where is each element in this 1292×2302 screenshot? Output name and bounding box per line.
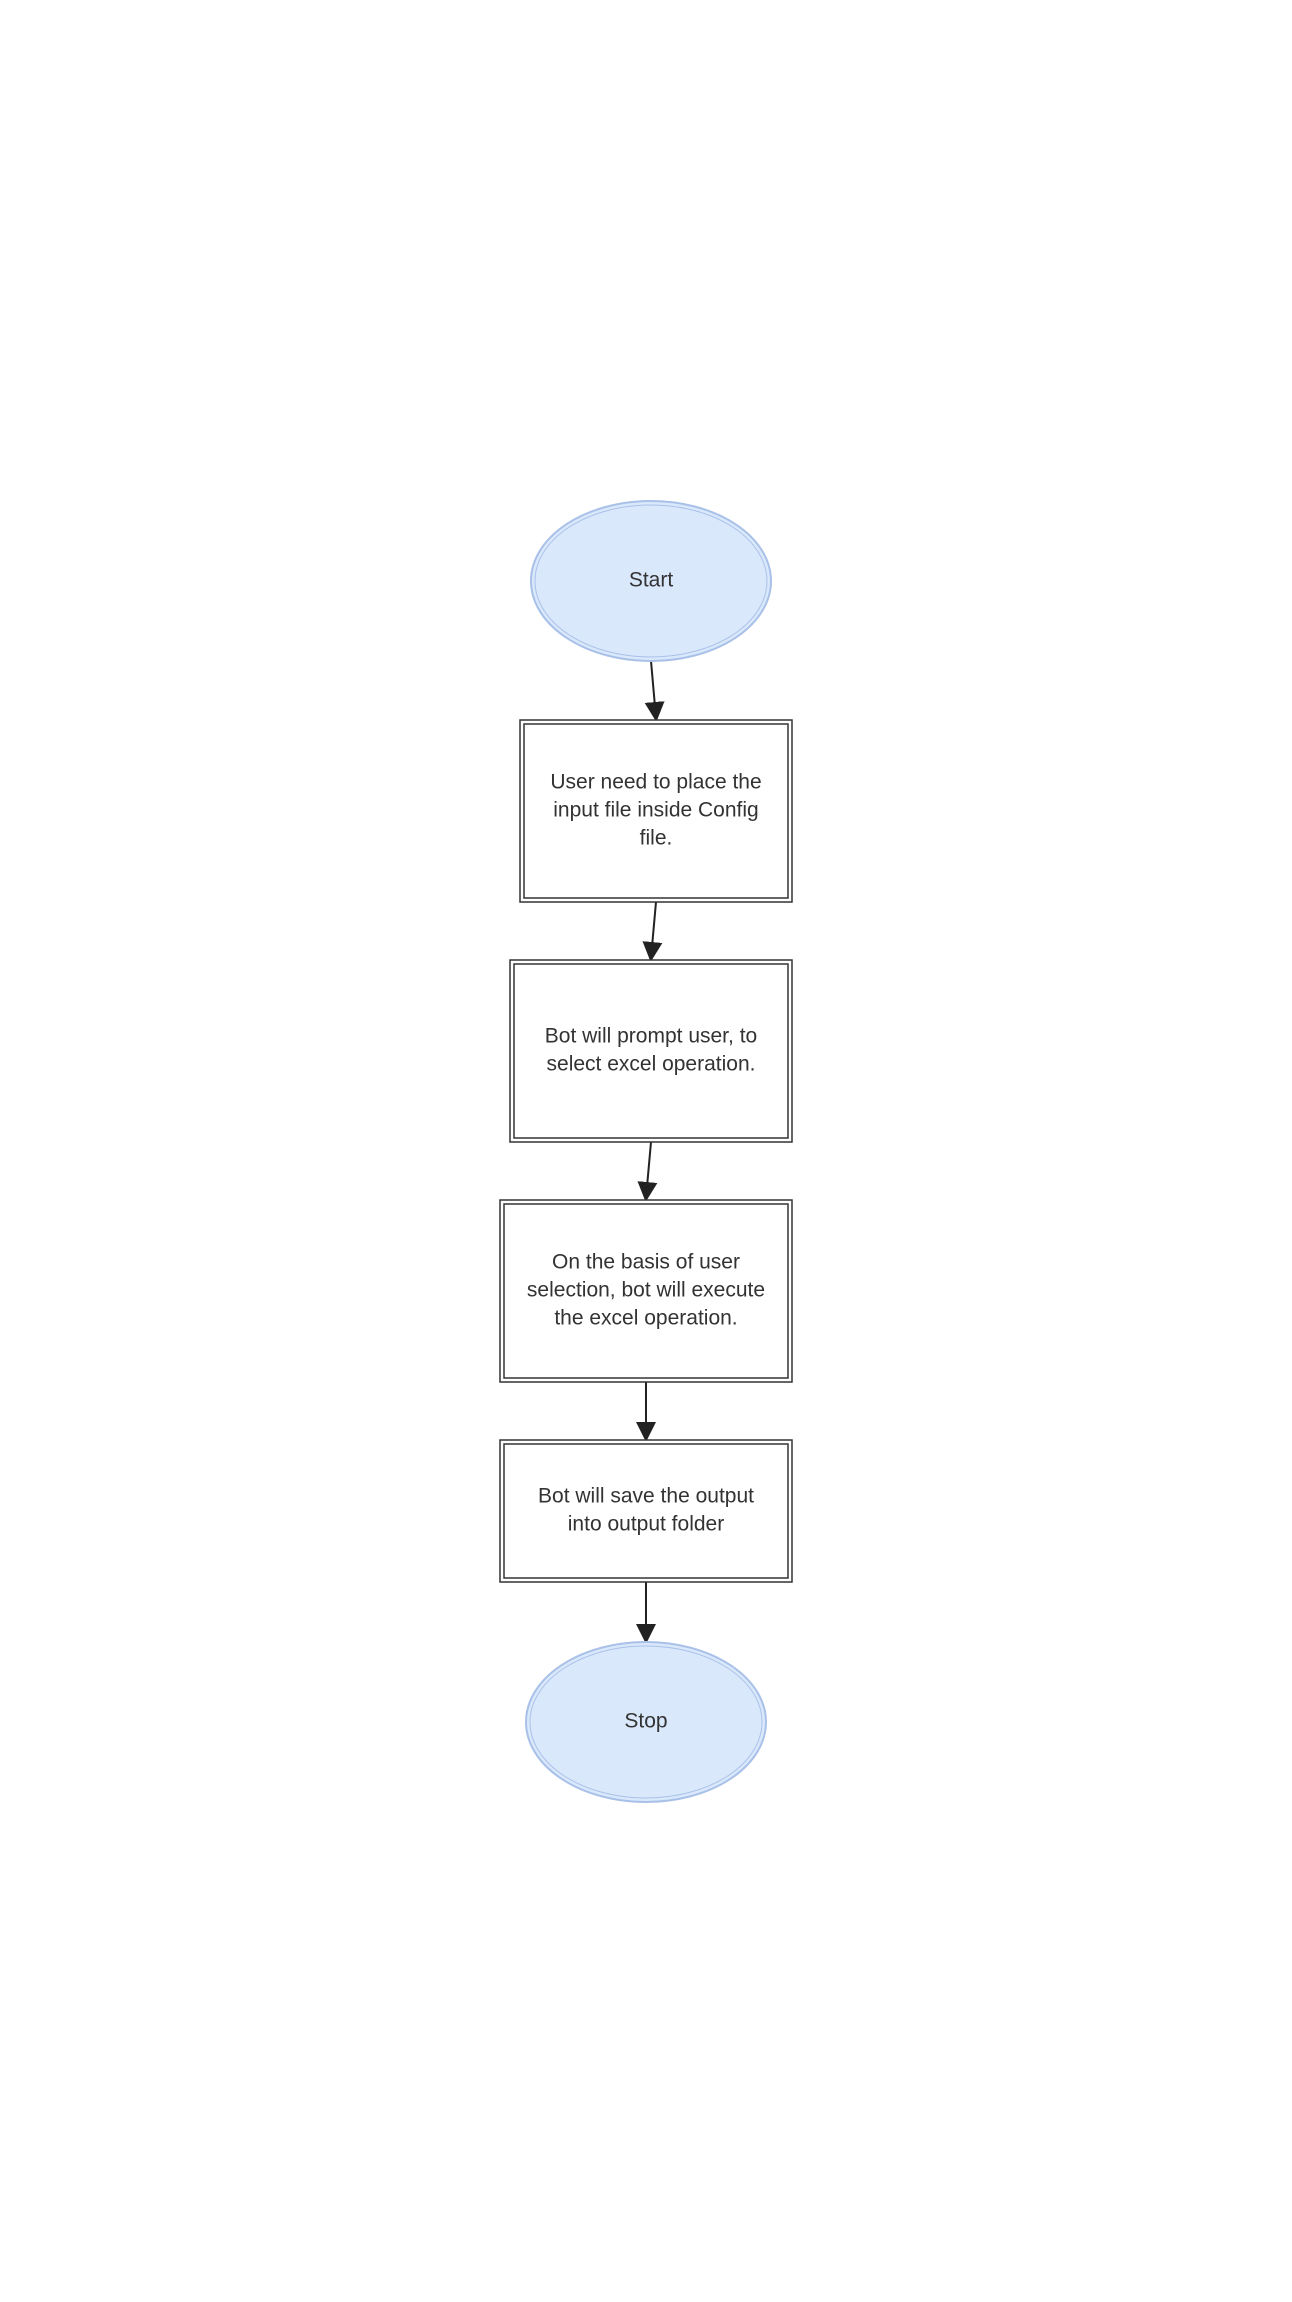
node-label-prompt-user: Bot will prompt user, to select excel ope… — [545, 1025, 757, 1076]
node-save-output: Bot will save the output into output fold… — [499, 1439, 793, 1583]
node-label-line: User need to place the — [550, 771, 761, 794]
node-label-line: Bot will save the output — [538, 1485, 754, 1508]
process-box-prompt-user — [509, 959, 793, 1143]
process-box-save-output — [499, 1439, 793, 1583]
node-label-execute-op: On the basis of user selection, bot will … — [527, 1251, 765, 1330]
node-label-stop: Stop — [624, 1710, 667, 1733]
process-box-inner-outline — [513, 963, 789, 1139]
node-stop: Stop — [525, 1641, 767, 1803]
process-box-inner-outline — [523, 723, 789, 899]
node-label-line: Stop — [624, 1710, 667, 1733]
node-label-line: input file inside Config — [553, 799, 758, 822]
process-box-inner-outline — [503, 1443, 789, 1579]
terminal-inner-outline — [534, 504, 768, 658]
node-label-line: selection, bot will execute — [527, 1279, 765, 1302]
node-label-line: the excel operation. — [554, 1307, 737, 1330]
process-box-execute-op — [499, 1199, 793, 1383]
flow-arrow-place-input-to-prompt-user — [642, 901, 663, 962]
process-box-inner-outline — [503, 1203, 789, 1379]
node-label-line: file. — [640, 827, 673, 850]
node-label-line: into output folder — [568, 1513, 724, 1536]
terminal-shape-stop — [525, 1641, 767, 1803]
node-label-line: Start — [629, 569, 674, 592]
node-label-line: select excel operation. — [547, 1053, 756, 1076]
node-execute-op: On the basis of user selection, bot will … — [499, 1199, 793, 1383]
terminal-shape-start — [530, 500, 772, 662]
node-start: Start — [530, 500, 772, 662]
node-label-start: Start — [629, 569, 674, 592]
terminal-inner-outline — [529, 1645, 763, 1799]
process-box-place-input — [519, 719, 793, 903]
node-place-input: User need to place the input file inside … — [519, 719, 793, 903]
flow-arrow-start-to-place-input — [644, 660, 665, 722]
node-label-save-output: Bot will save the output into output fold… — [538, 1485, 754, 1536]
node-label-line: On the basis of user — [552, 1251, 740, 1274]
node-prompt-user: Bot will prompt user, to select excel ope… — [509, 959, 793, 1143]
flow-arrow-prompt-user-to-execute-op — [637, 1141, 658, 1202]
node-label-place-input: User need to place the input file inside … — [550, 771, 761, 850]
node-label-line: Bot will prompt user, to — [545, 1025, 757, 1048]
